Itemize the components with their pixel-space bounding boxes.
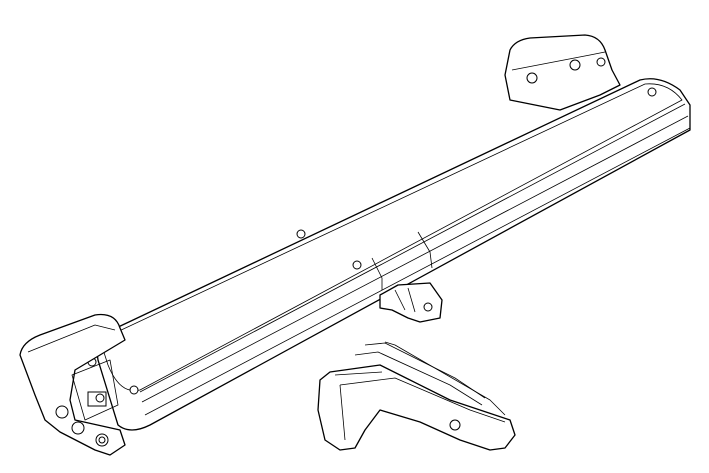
chain-bracket <box>379 282 443 323</box>
left-end-cap <box>19 313 126 456</box>
screw <box>647 87 657 97</box>
screw <box>296 229 306 239</box>
screw <box>352 260 362 270</box>
right-end-cap <box>504 34 621 111</box>
screw <box>596 57 606 67</box>
screw <box>129 385 139 395</box>
actuator-body <box>87 57 691 431</box>
port <box>55 405 69 419</box>
window-bracket <box>317 341 516 451</box>
port <box>71 421 85 435</box>
